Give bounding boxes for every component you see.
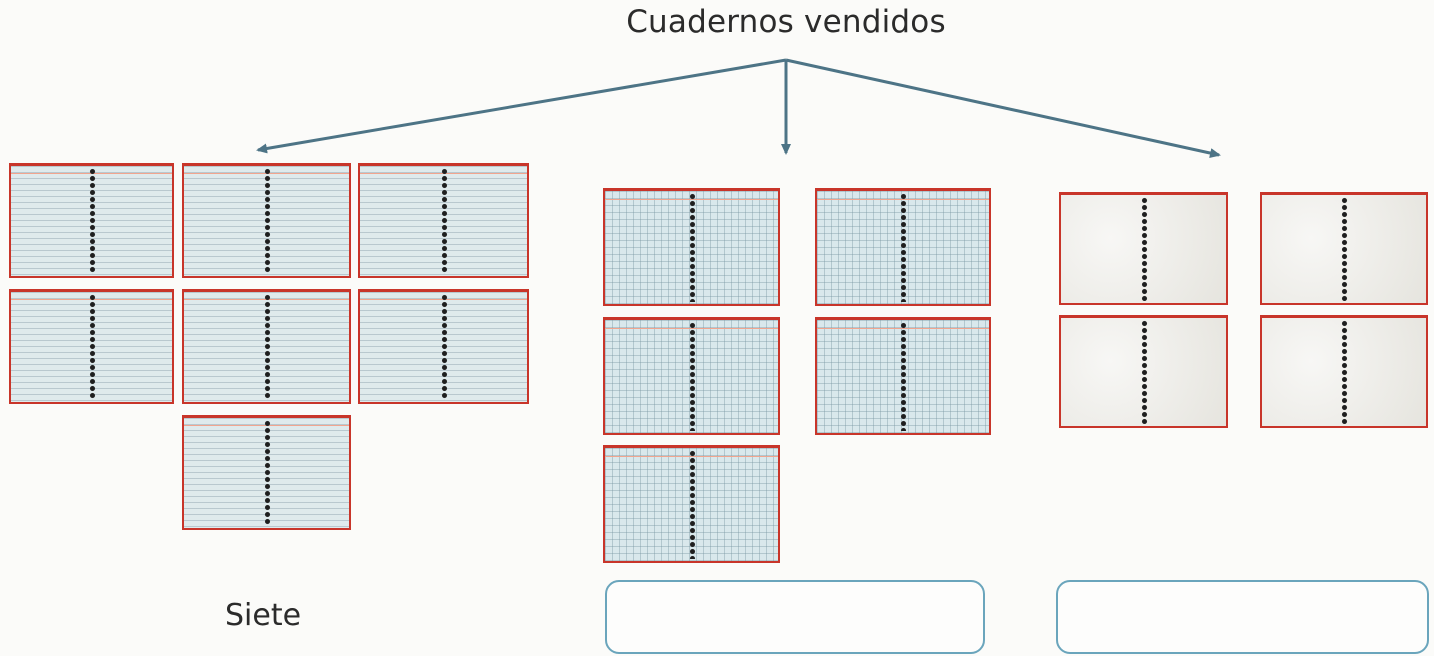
notebook <box>182 163 351 278</box>
notebook <box>9 163 174 278</box>
notebook <box>1260 192 1428 305</box>
arrow-left <box>256 58 787 154</box>
spiral-binding-icon <box>439 294 449 400</box>
notebook <box>603 317 780 435</box>
group-1-label: Siete <box>225 598 302 633</box>
group-3-answer-box[interactable] <box>1056 580 1429 654</box>
notebook <box>603 188 780 306</box>
spiral-binding-icon <box>1139 197 1149 301</box>
notebook <box>182 415 351 530</box>
notebook <box>1059 192 1228 305</box>
spiral-binding-icon <box>439 168 449 274</box>
notebook <box>1260 315 1428 428</box>
spiral-binding-icon <box>687 193 697 302</box>
arrow-right <box>785 58 1221 158</box>
notebook <box>182 289 351 404</box>
notebook <box>815 317 991 435</box>
spiral-binding-icon <box>262 168 272 274</box>
spiral-binding-icon <box>1340 320 1349 424</box>
notebook <box>1059 315 1228 428</box>
spiral-binding-icon <box>687 450 697 559</box>
spiral-binding-icon <box>1340 197 1349 301</box>
spiral-binding-icon <box>87 168 97 274</box>
notebook <box>358 289 529 404</box>
spiral-binding-icon <box>87 294 97 400</box>
spiral-binding-icon <box>687 322 697 431</box>
spiral-binding-icon <box>262 420 272 526</box>
notebook <box>815 188 991 306</box>
diagram-title: Cuadernos vendidos <box>626 4 946 40</box>
spiral-binding-icon <box>262 294 272 400</box>
spiral-binding-icon <box>1139 320 1149 424</box>
group-2-answer-box[interactable] <box>605 580 985 654</box>
spiral-binding-icon <box>899 322 908 431</box>
notebook <box>603 445 780 563</box>
notebook <box>358 163 529 278</box>
spiral-binding-icon <box>899 193 908 302</box>
notebook <box>9 289 174 404</box>
